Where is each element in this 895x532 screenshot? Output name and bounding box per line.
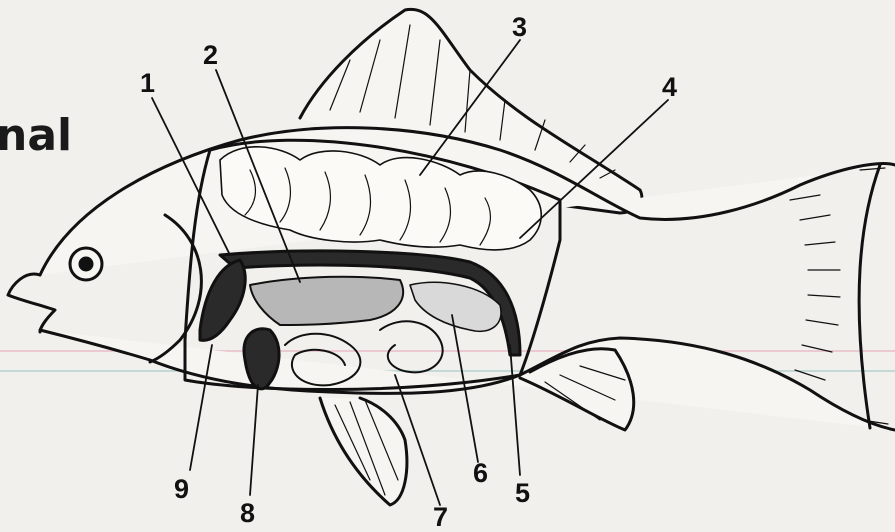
liver: [250, 277, 403, 325]
eye-pupil: [80, 258, 92, 270]
mouth: [8, 274, 55, 332]
leader-line-5: [510, 345, 520, 475]
callout-4: 4: [662, 74, 677, 101]
anal-fin: [520, 349, 634, 430]
heart-ventricle: [244, 329, 279, 389]
callout-9: 9: [174, 476, 189, 503]
callout-2: 2: [203, 42, 218, 69]
callout-5: 5: [515, 480, 530, 507]
leader-line-8: [250, 385, 258, 495]
pelvic-fin: [320, 398, 407, 505]
callout-7: 7: [433, 504, 448, 531]
callout-1: 1: [140, 70, 155, 97]
heart-chamber: [200, 260, 245, 340]
caudal-fin-edge: [859, 165, 880, 428]
callout-6: 6: [473, 460, 488, 487]
callout-8: 8: [240, 500, 255, 527]
callout-3: 3: [512, 14, 527, 41]
